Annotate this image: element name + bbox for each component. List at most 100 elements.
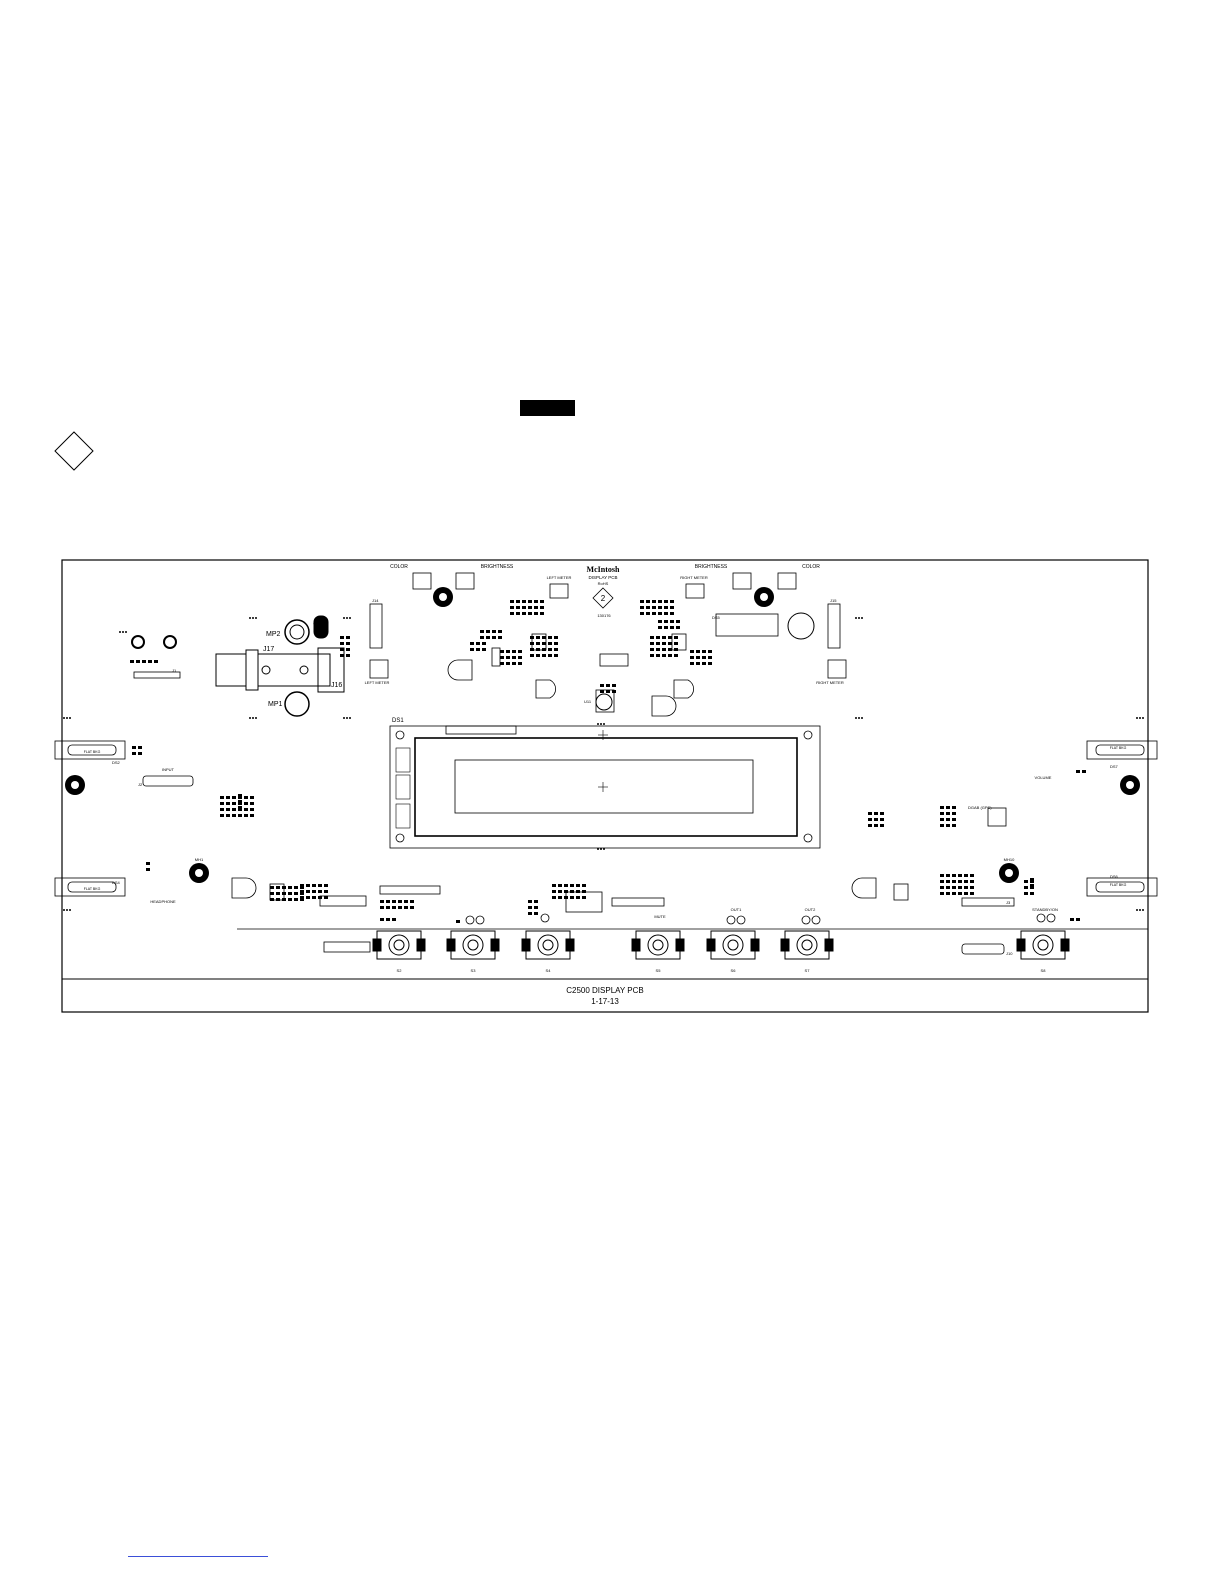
- smd-pad: [528, 912, 532, 915]
- smd-pad: [220, 808, 224, 811]
- smd-pad: [500, 662, 504, 665]
- label-flat-bkg-4: FLAT BKG: [1110, 883, 1127, 887]
- dot-marker: [1142, 909, 1144, 911]
- smd-pad: [582, 896, 586, 899]
- smd-pad: [708, 650, 712, 653]
- smd-pad: [554, 642, 558, 645]
- smd-pad: [662, 654, 666, 657]
- smd-pad: [146, 868, 150, 871]
- smd-pad: [138, 752, 142, 755]
- smd-pad: [270, 898, 274, 901]
- dot-marker: [63, 909, 65, 911]
- smd-pad: [220, 796, 224, 799]
- smd-pad: [276, 898, 280, 901]
- smd-pad: [232, 802, 236, 805]
- smd-pad: [498, 630, 502, 633]
- smd-pad: [340, 648, 344, 651]
- smd-pad: [1024, 886, 1028, 889]
- smd-pad: [1030, 886, 1034, 889]
- smd-pad: [558, 896, 562, 899]
- potentiometers: [412, 572, 797, 599]
- smd-pad: [650, 648, 654, 651]
- smd-pad: [154, 660, 158, 663]
- smd-pad: [668, 648, 672, 651]
- smd-pad: [964, 892, 968, 895]
- label-s7: S7: [805, 968, 811, 973]
- dot-marker: [858, 717, 860, 719]
- smd-pad: [226, 802, 230, 805]
- smd-pad: [670, 600, 674, 603]
- smd-pad: [670, 620, 674, 623]
- smd-pad: [940, 886, 944, 889]
- smd-pad: [534, 906, 538, 909]
- open-holes: [131, 612, 815, 717]
- smd-pad: [874, 818, 878, 821]
- smd-pad: [346, 642, 350, 645]
- smd-pad: [868, 812, 872, 815]
- smd-pad: [534, 600, 538, 603]
- smd-pad: [570, 884, 574, 887]
- smd-pad: [244, 802, 248, 805]
- side-led-holders: [54, 740, 1158, 897]
- smd-pad: [346, 636, 350, 639]
- smd-pad: [500, 656, 504, 659]
- smd-pad: [318, 896, 322, 899]
- smd-pad: [676, 626, 680, 629]
- smd-pad: [650, 636, 654, 639]
- label-u11: U11: [584, 699, 592, 704]
- smd-pad: [552, 890, 556, 893]
- smd-pad: [606, 684, 610, 687]
- smd-pad: [1082, 770, 1086, 773]
- smd-pad: [952, 886, 956, 889]
- smd-pad: [868, 818, 872, 821]
- smd-pad: [232, 814, 236, 817]
- smd-pad: [664, 612, 668, 615]
- smd-pad: [386, 918, 390, 921]
- smd-pad: [530, 636, 534, 639]
- smd-pad: [868, 824, 872, 827]
- smd-pad: [1070, 918, 1074, 921]
- smd-pad: [964, 886, 968, 889]
- label-right-meter-top: RIGHT METER: [680, 575, 708, 580]
- diamond-symbol: [54, 431, 94, 471]
- smd-pad: [324, 884, 328, 887]
- smd-pad: [476, 642, 480, 645]
- smd-pad: [386, 900, 390, 903]
- smd-pad: [486, 630, 490, 633]
- smd-pad: [318, 884, 322, 887]
- smd-pad: [528, 906, 532, 909]
- dot-marker: [63, 717, 65, 719]
- smd-pad: [676, 620, 680, 623]
- smd-pad: [690, 662, 694, 665]
- smd-pad: [506, 662, 510, 665]
- black-marker-block: [520, 400, 575, 416]
- smd-pad: [656, 654, 660, 657]
- smd-pad: [646, 606, 650, 609]
- smd-pad: [646, 600, 650, 603]
- dot-marker: [255, 717, 257, 719]
- silkscreen-labels: McIntosh DISPLAY PCB RoHS 2 130176 COLOR…: [84, 564, 1127, 1006]
- smd-pad: [600, 684, 604, 687]
- smd-pad: [940, 824, 944, 827]
- label-flat-bkg-2: FLAT BKG: [84, 887, 101, 891]
- label-brightness-left: BRIGHTNESS: [481, 564, 514, 570]
- dot-marker: [1136, 909, 1138, 911]
- smd-pad: [536, 654, 540, 657]
- dot-marker: [600, 848, 602, 850]
- board-date: 1-17-13: [591, 997, 619, 1006]
- smd-pad: [250, 814, 254, 817]
- smd-pad: [542, 636, 546, 639]
- smd-pad: [476, 648, 480, 651]
- smd-pad: [658, 626, 662, 629]
- smd-pad: [238, 808, 242, 811]
- smd-pad: [506, 656, 510, 659]
- smd-pad: [270, 886, 274, 889]
- smd-pad: [232, 796, 236, 799]
- smd-pad: [964, 880, 968, 883]
- label-out1: OUT1: [731, 907, 742, 912]
- smd-pad: [952, 824, 956, 827]
- dot-marker: [346, 617, 348, 619]
- label-s4: S4: [546, 968, 552, 973]
- smd-pad: [138, 746, 142, 749]
- smd-pad: [492, 630, 496, 633]
